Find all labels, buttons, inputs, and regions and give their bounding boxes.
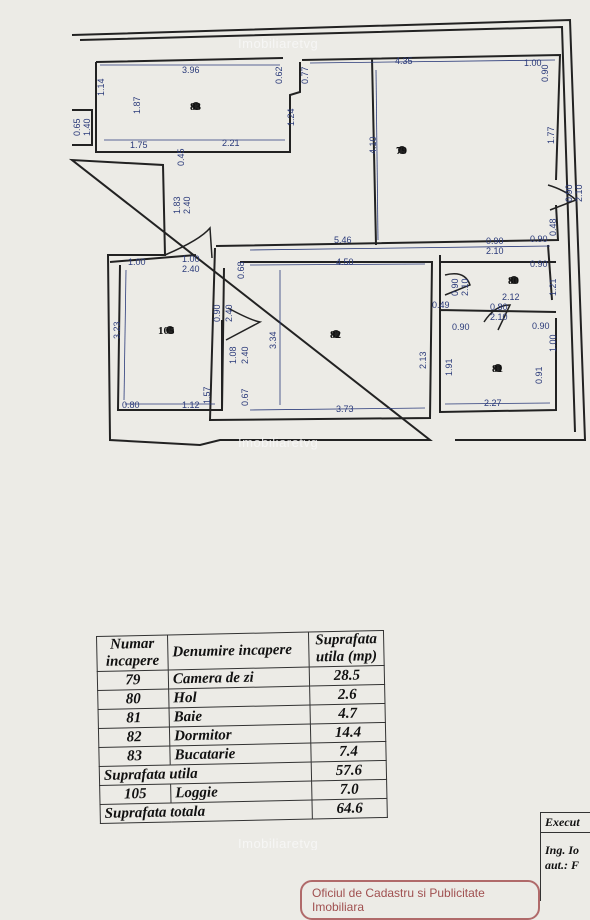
dim-label: 2.10 <box>490 312 508 322</box>
dim-label: 0.90 <box>564 184 574 202</box>
dim-label: 1.00 <box>548 334 558 352</box>
dim-label: 5.46 <box>334 235 352 245</box>
dim-label: 2.40 <box>240 346 250 364</box>
dim-label: 2.21 <box>222 138 240 148</box>
dim-label: 4.50 <box>336 257 354 267</box>
floor-plan: 3.96 0.62 0.77 4.35 1.00 0.90 1.14 1.87 … <box>68 18 587 450</box>
cell-area: 7.4 <box>310 741 387 763</box>
cell-num: 81 <box>98 707 170 729</box>
cell-num: 105 <box>99 783 172 805</box>
dim-label: 3.23 <box>112 321 122 339</box>
dim-label: 1.77 <box>546 126 556 144</box>
cell-num: 80 <box>97 688 170 710</box>
dim-label: 2.40 <box>182 264 200 274</box>
watermark: Imobiliaretvg <box>238 836 318 850</box>
executor-line: Ing. Io <box>545 843 580 857</box>
total-area-value: 64.6 <box>311 798 388 820</box>
area-table: Numar incapere Denumire incapere Suprafa… <box>96 630 388 824</box>
dim-label: 0.49 <box>432 300 450 310</box>
dim-label: 1.00 <box>524 58 542 68</box>
dim-label: 2.40 <box>182 196 192 214</box>
dim-label: 1.00 <box>128 257 146 267</box>
dim-label: 0.80 <box>122 400 140 410</box>
dim-label: 0.90 <box>530 259 548 269</box>
dim-label: 2.10 <box>460 278 470 296</box>
dim-label: 1.08 <box>228 346 238 364</box>
dim-label: 0.90 <box>450 278 460 296</box>
dim-label: 2.27 <box>484 398 502 408</box>
dim-label: 1.24 <box>286 108 296 126</box>
dim-label: 1.91 <box>444 358 454 376</box>
header-area: Suprafata utila (mp) <box>308 630 385 668</box>
dim-label: 0.62 <box>274 66 284 84</box>
room-83: 83 <box>190 101 202 113</box>
dim-label: 2.10 <box>486 246 504 256</box>
header-name: Denumire incapere <box>167 632 310 670</box>
dim-label: 1.21 <box>548 278 558 296</box>
dim-label: 1.75 <box>130 140 148 150</box>
cadastre-stamp: Oficiul de Cadastru si Publicitate Imobi… <box>300 880 540 920</box>
cell-num: 83 <box>98 745 171 767</box>
dim-label: 1.00 <box>182 254 200 264</box>
dim-label: 0.65 <box>72 118 82 136</box>
dim-label: 0.48 <box>548 218 558 236</box>
cell-area: 28.5 <box>309 665 385 687</box>
cell-area: 2.6 <box>309 684 385 706</box>
dimension-lines <box>100 59 556 411</box>
dim-label: 3.34 <box>268 331 278 349</box>
header-num: Numar incapere <box>96 635 169 672</box>
door-arcs <box>164 184 578 341</box>
dim-label: 0.90 <box>212 304 222 322</box>
dim-label: 0.90 <box>540 64 550 82</box>
dim-label: 0.77 <box>300 66 310 84</box>
dim-label: 1.14 <box>96 78 106 96</box>
dim-label: 1.40 <box>82 118 92 136</box>
dim-label: 0.80 <box>490 302 508 312</box>
dimension-labels: 3.96 0.62 0.77 4.35 1.00 0.90 1.14 1.87 … <box>72 56 584 414</box>
cell-area: 7.0 <box>311 779 387 801</box>
room-numbers: 83 79 80 82 105 81 <box>158 101 520 375</box>
cell-area: 4.7 <box>309 703 386 725</box>
dim-label: 0.91 <box>534 366 544 384</box>
dim-label: 1.83 <box>172 196 182 214</box>
executor-title: Execut <box>541 813 590 833</box>
walls <box>68 18 587 447</box>
dim-label: 2.10 <box>574 184 584 202</box>
dim-label: 0.90 <box>486 236 504 246</box>
dim-label: 0.90 <box>532 321 550 331</box>
dim-label: 2.12 <box>502 292 520 302</box>
dim-label: 2.13 <box>418 351 428 369</box>
watermark: Imobiliaretvg <box>238 435 318 450</box>
watermark: Imobiliaretvg <box>238 36 318 51</box>
cell-num: 79 <box>97 669 169 691</box>
dim-label: 0.67 <box>240 388 250 406</box>
dim-label: 0.90 <box>530 234 548 244</box>
stamp-text: Oficiul de Cadastru si Publicitate Imobi… <box>312 886 485 914</box>
dim-label: 3.96 <box>182 65 200 75</box>
table-header-row: Numar incapere Denumire incapere Suprafa… <box>96 630 385 672</box>
dim-label: 0.68 <box>236 261 246 279</box>
room-105: 105 <box>158 325 175 337</box>
dim-label: 1.87 <box>132 96 142 114</box>
util-area-value: 57.6 <box>311 760 387 782</box>
dim-label: 0.45 <box>176 148 186 166</box>
dim-label: 0.90 <box>452 322 470 332</box>
room-81: 81 <box>492 363 503 375</box>
room-79: 79 <box>396 145 408 157</box>
dim-label: 4.35 <box>395 56 413 66</box>
dim-label: 3.73 <box>336 404 354 414</box>
executor-line: aut.: F <box>545 858 580 872</box>
cell-area: 14.4 <box>310 722 386 744</box>
watermark-layer: Imobiliaretvg <box>238 836 318 850</box>
dim-label: 1.12 <box>182 400 200 410</box>
cell-num: 82 <box>98 726 170 748</box>
dim-label: 2.40 <box>224 304 234 322</box>
dim-label: 4.10 <box>368 136 378 154</box>
executor-box: Execut Ing. Io aut.: F <box>540 812 590 901</box>
room-82: 82 <box>330 329 342 341</box>
room-80: 80 <box>508 275 520 287</box>
dim-label: 1.57 <box>202 386 212 404</box>
